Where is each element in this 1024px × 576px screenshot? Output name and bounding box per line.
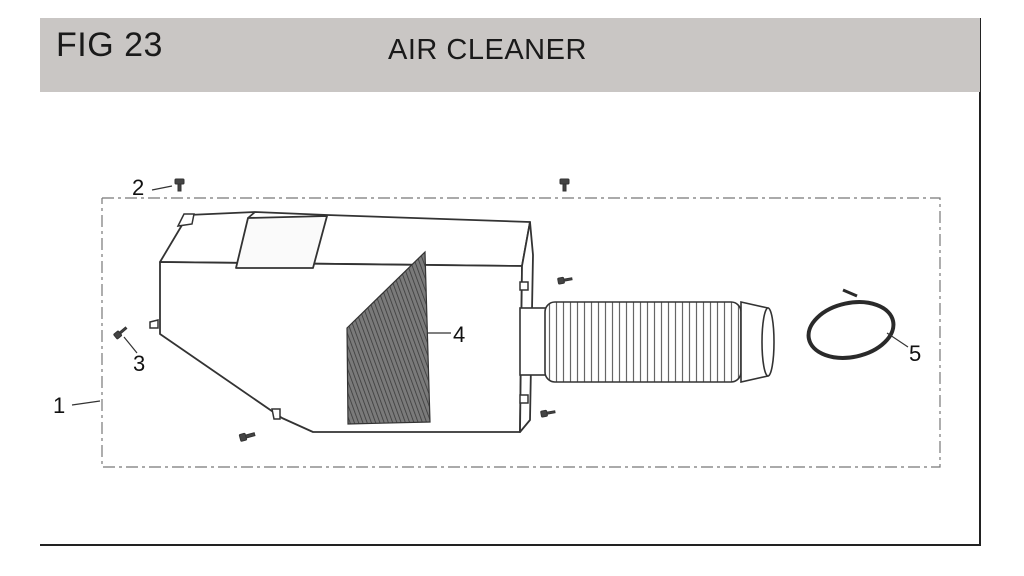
figure-title: AIR CLEANER	[388, 34, 587, 66]
callout-2: 2	[132, 175, 144, 200]
screw-bottom-left	[238, 432, 256, 442]
screw-right-upper	[557, 276, 573, 285]
screw-left	[113, 326, 128, 340]
callout-1: 1	[53, 393, 65, 418]
assembly-boundary	[101, 197, 941, 468]
screws	[113, 178, 573, 442]
figure-number: FIG 23	[56, 26, 163, 64]
housing-mounting-tabs	[149, 213, 529, 420]
screw-top-left	[174, 178, 185, 192]
figure-header	[40, 18, 980, 92]
air-cleaner-housing	[159, 211, 534, 433]
intake-hose	[519, 301, 775, 383]
hose-clamp	[806, 288, 896, 360]
screw-right-lower	[540, 409, 556, 418]
callout-5: 5	[909, 341, 921, 366]
leader-lines	[71, 185, 909, 406]
figure-frame	[40, 18, 981, 546]
callout-4: 4	[453, 322, 465, 347]
callout-3: 3	[133, 351, 145, 376]
filter-element	[346, 250, 431, 425]
screw-top-right	[559, 178, 570, 192]
